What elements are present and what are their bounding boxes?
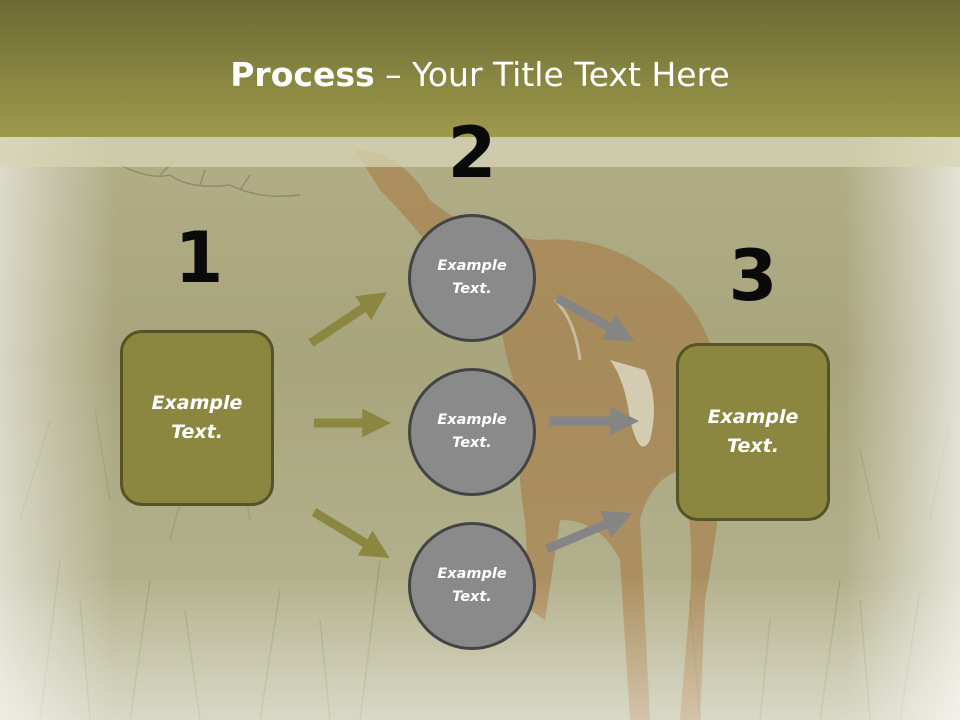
title-bold: Process — [230, 55, 375, 94]
step-number-2: 2 — [447, 112, 497, 194]
arrow-right-down — [545, 510, 633, 554]
step-number-1: 1 — [174, 217, 224, 299]
title-bar — [0, 0, 960, 137]
step-number-3: 3 — [728, 235, 778, 317]
arrow-left-down — [311, 508, 390, 558]
arrow-right-up — [554, 294, 635, 342]
title-bar-strip — [0, 137, 960, 167]
page-title: Process – Your Title Text Here — [0, 54, 960, 96]
title-rest: – Your Title Text Here — [374, 55, 730, 94]
arrow-left-up — [308, 292, 388, 347]
